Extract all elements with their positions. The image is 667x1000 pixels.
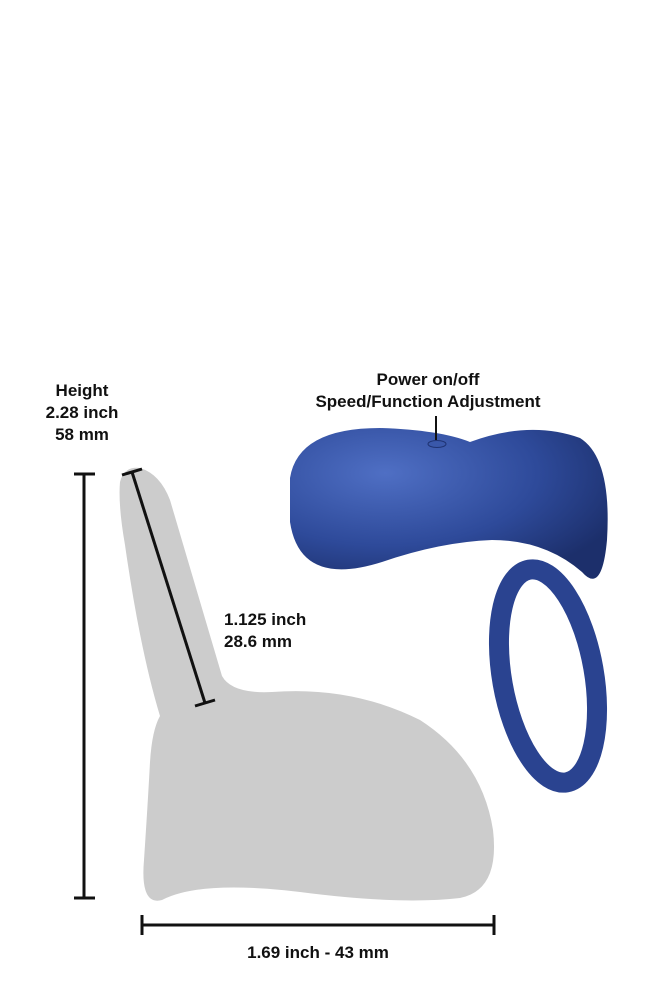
button-label: Power on/off Speed/Function Adjustment bbox=[258, 369, 598, 413]
stem-mm: 28.6 mm bbox=[224, 632, 293, 651]
stem-inch: 1.125 inch bbox=[224, 610, 307, 629]
height-label: Height 2.28 inch 58 mm bbox=[32, 380, 132, 446]
height-mm: 58 mm bbox=[55, 425, 109, 444]
height-title: Height bbox=[55, 381, 109, 400]
height-inch: 2.28 inch bbox=[45, 403, 119, 422]
width-label: 1.69 inch - 43 mm bbox=[247, 943, 389, 962]
stem-dimension-line bbox=[130, 471, 207, 704]
product-silhouette bbox=[119, 467, 495, 901]
product-body bbox=[290, 428, 608, 579]
button-label-line1: Power on/off bbox=[376, 370, 480, 389]
power-button-icon bbox=[427, 440, 447, 448]
stem-label: 1.125 inch 28.6 mm bbox=[224, 609, 306, 653]
button-label-line2: Speed/Function Adjustment bbox=[315, 392, 541, 411]
product-ring bbox=[488, 559, 608, 793]
